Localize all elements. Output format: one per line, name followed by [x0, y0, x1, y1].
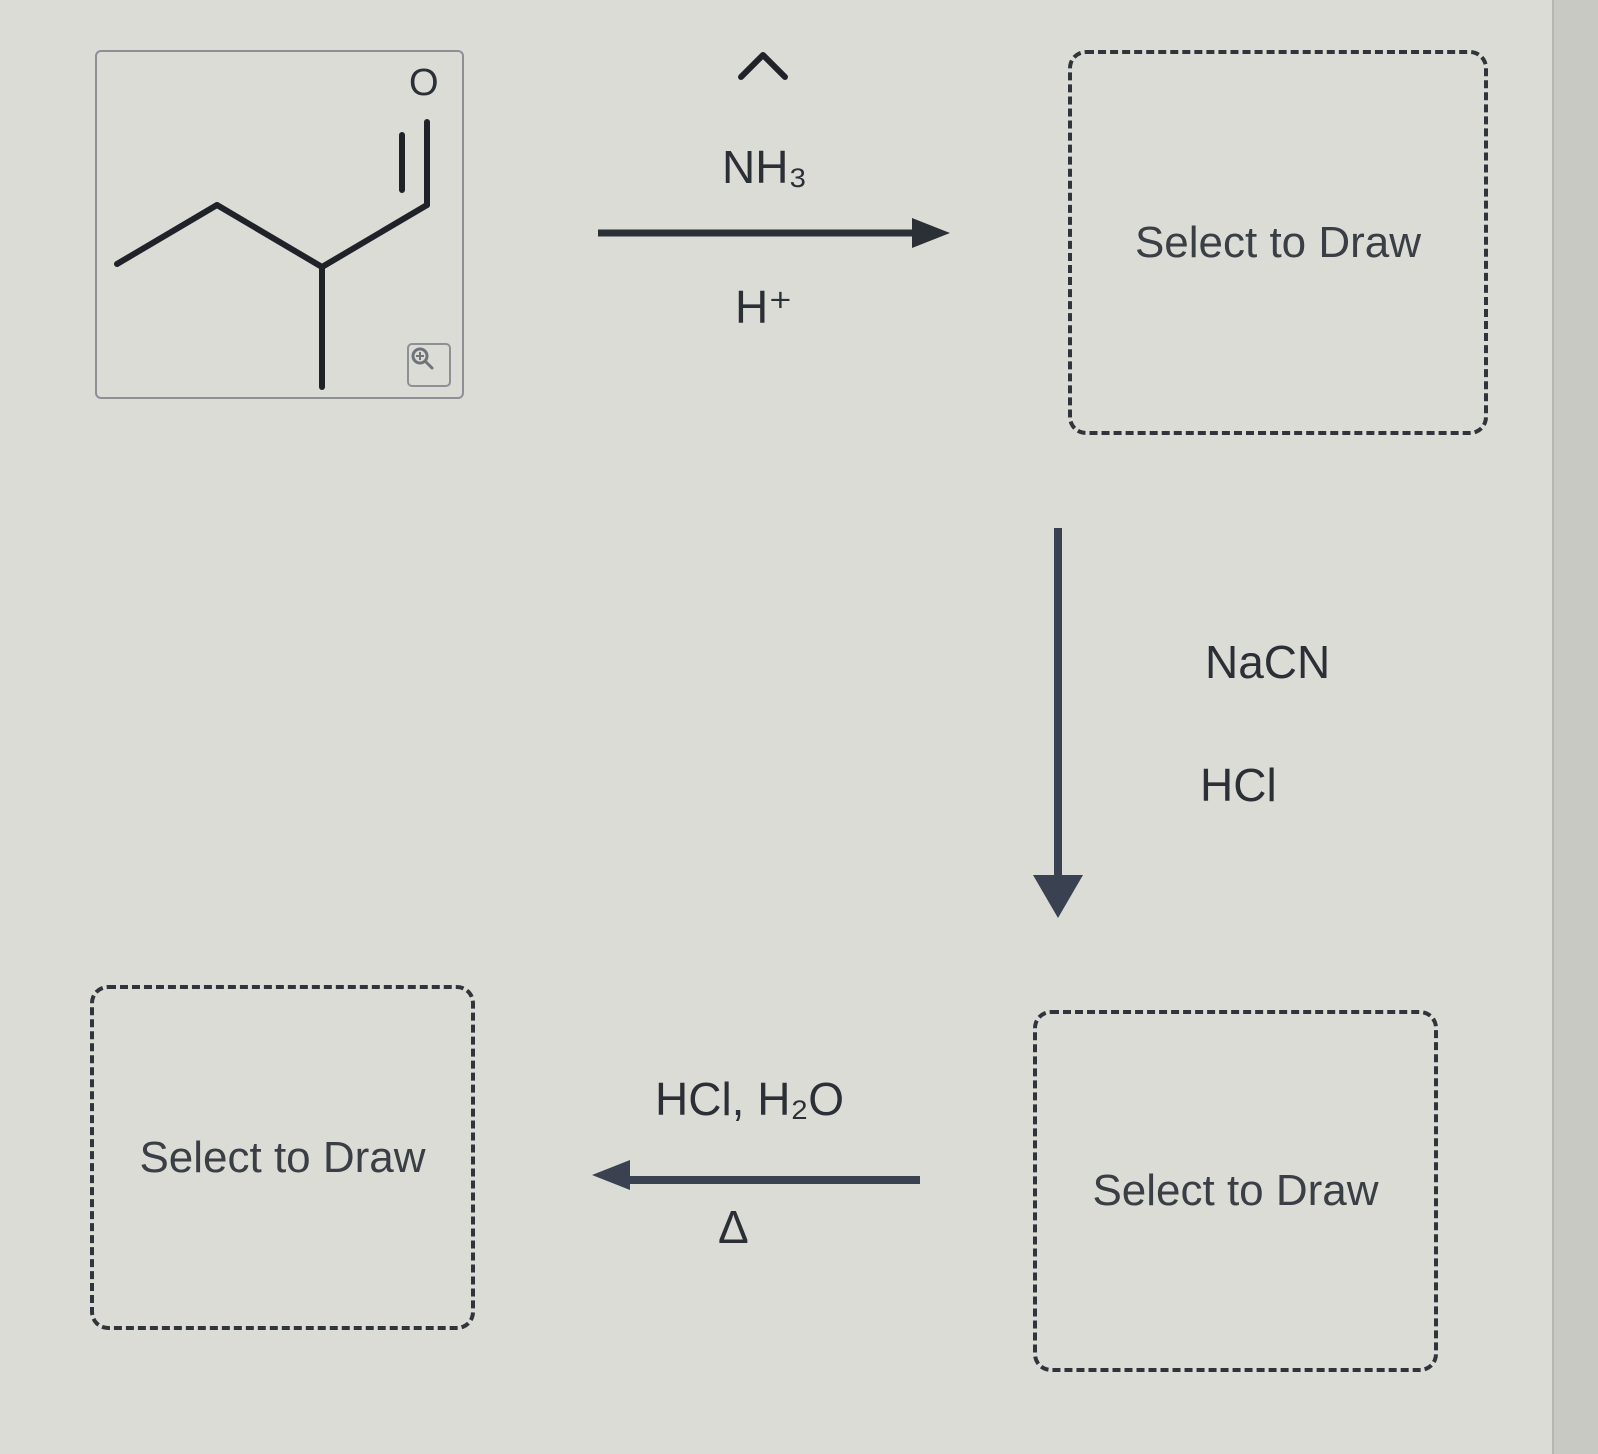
skeletal-structure [114, 119, 430, 390]
step2-reaction-arrow [1033, 528, 1083, 918]
step1-reagent-above: NH₃ [722, 141, 808, 193]
draw-box-label: Select to Draw [1092, 1166, 1379, 1215]
step2-reagent-above: NaCN [1205, 636, 1331, 688]
zoom-icon [411, 347, 434, 370]
starting-material-structure[interactable]: O [95, 50, 464, 399]
product1-draw-box[interactable]: Select to Draw [1068, 50, 1488, 435]
zoom-button[interactable] [407, 343, 451, 387]
product2-draw-box[interactable]: Select to Draw [1033, 1010, 1438, 1372]
draw-box-label: Select to Draw [139, 1132, 426, 1182]
product3-draw-box[interactable]: Select to Draw [90, 985, 475, 1330]
oxygen-atom-label: O [409, 62, 439, 104]
step1-reagent-below: H⁺ [735, 281, 793, 333]
chevron-up-icon[interactable] [735, 45, 791, 83]
step3-reagent-below: Δ [718, 1201, 749, 1253]
step3-reagent-above: HCl, H₂O [655, 1073, 845, 1125]
step1-reaction-arrow [598, 218, 950, 248]
step2-reagent-below: HCl [1200, 759, 1277, 811]
page-right-edge [1552, 0, 1598, 1454]
step3-reaction-arrow [592, 1160, 920, 1190]
draw-box-label: Select to Draw [1134, 217, 1422, 267]
